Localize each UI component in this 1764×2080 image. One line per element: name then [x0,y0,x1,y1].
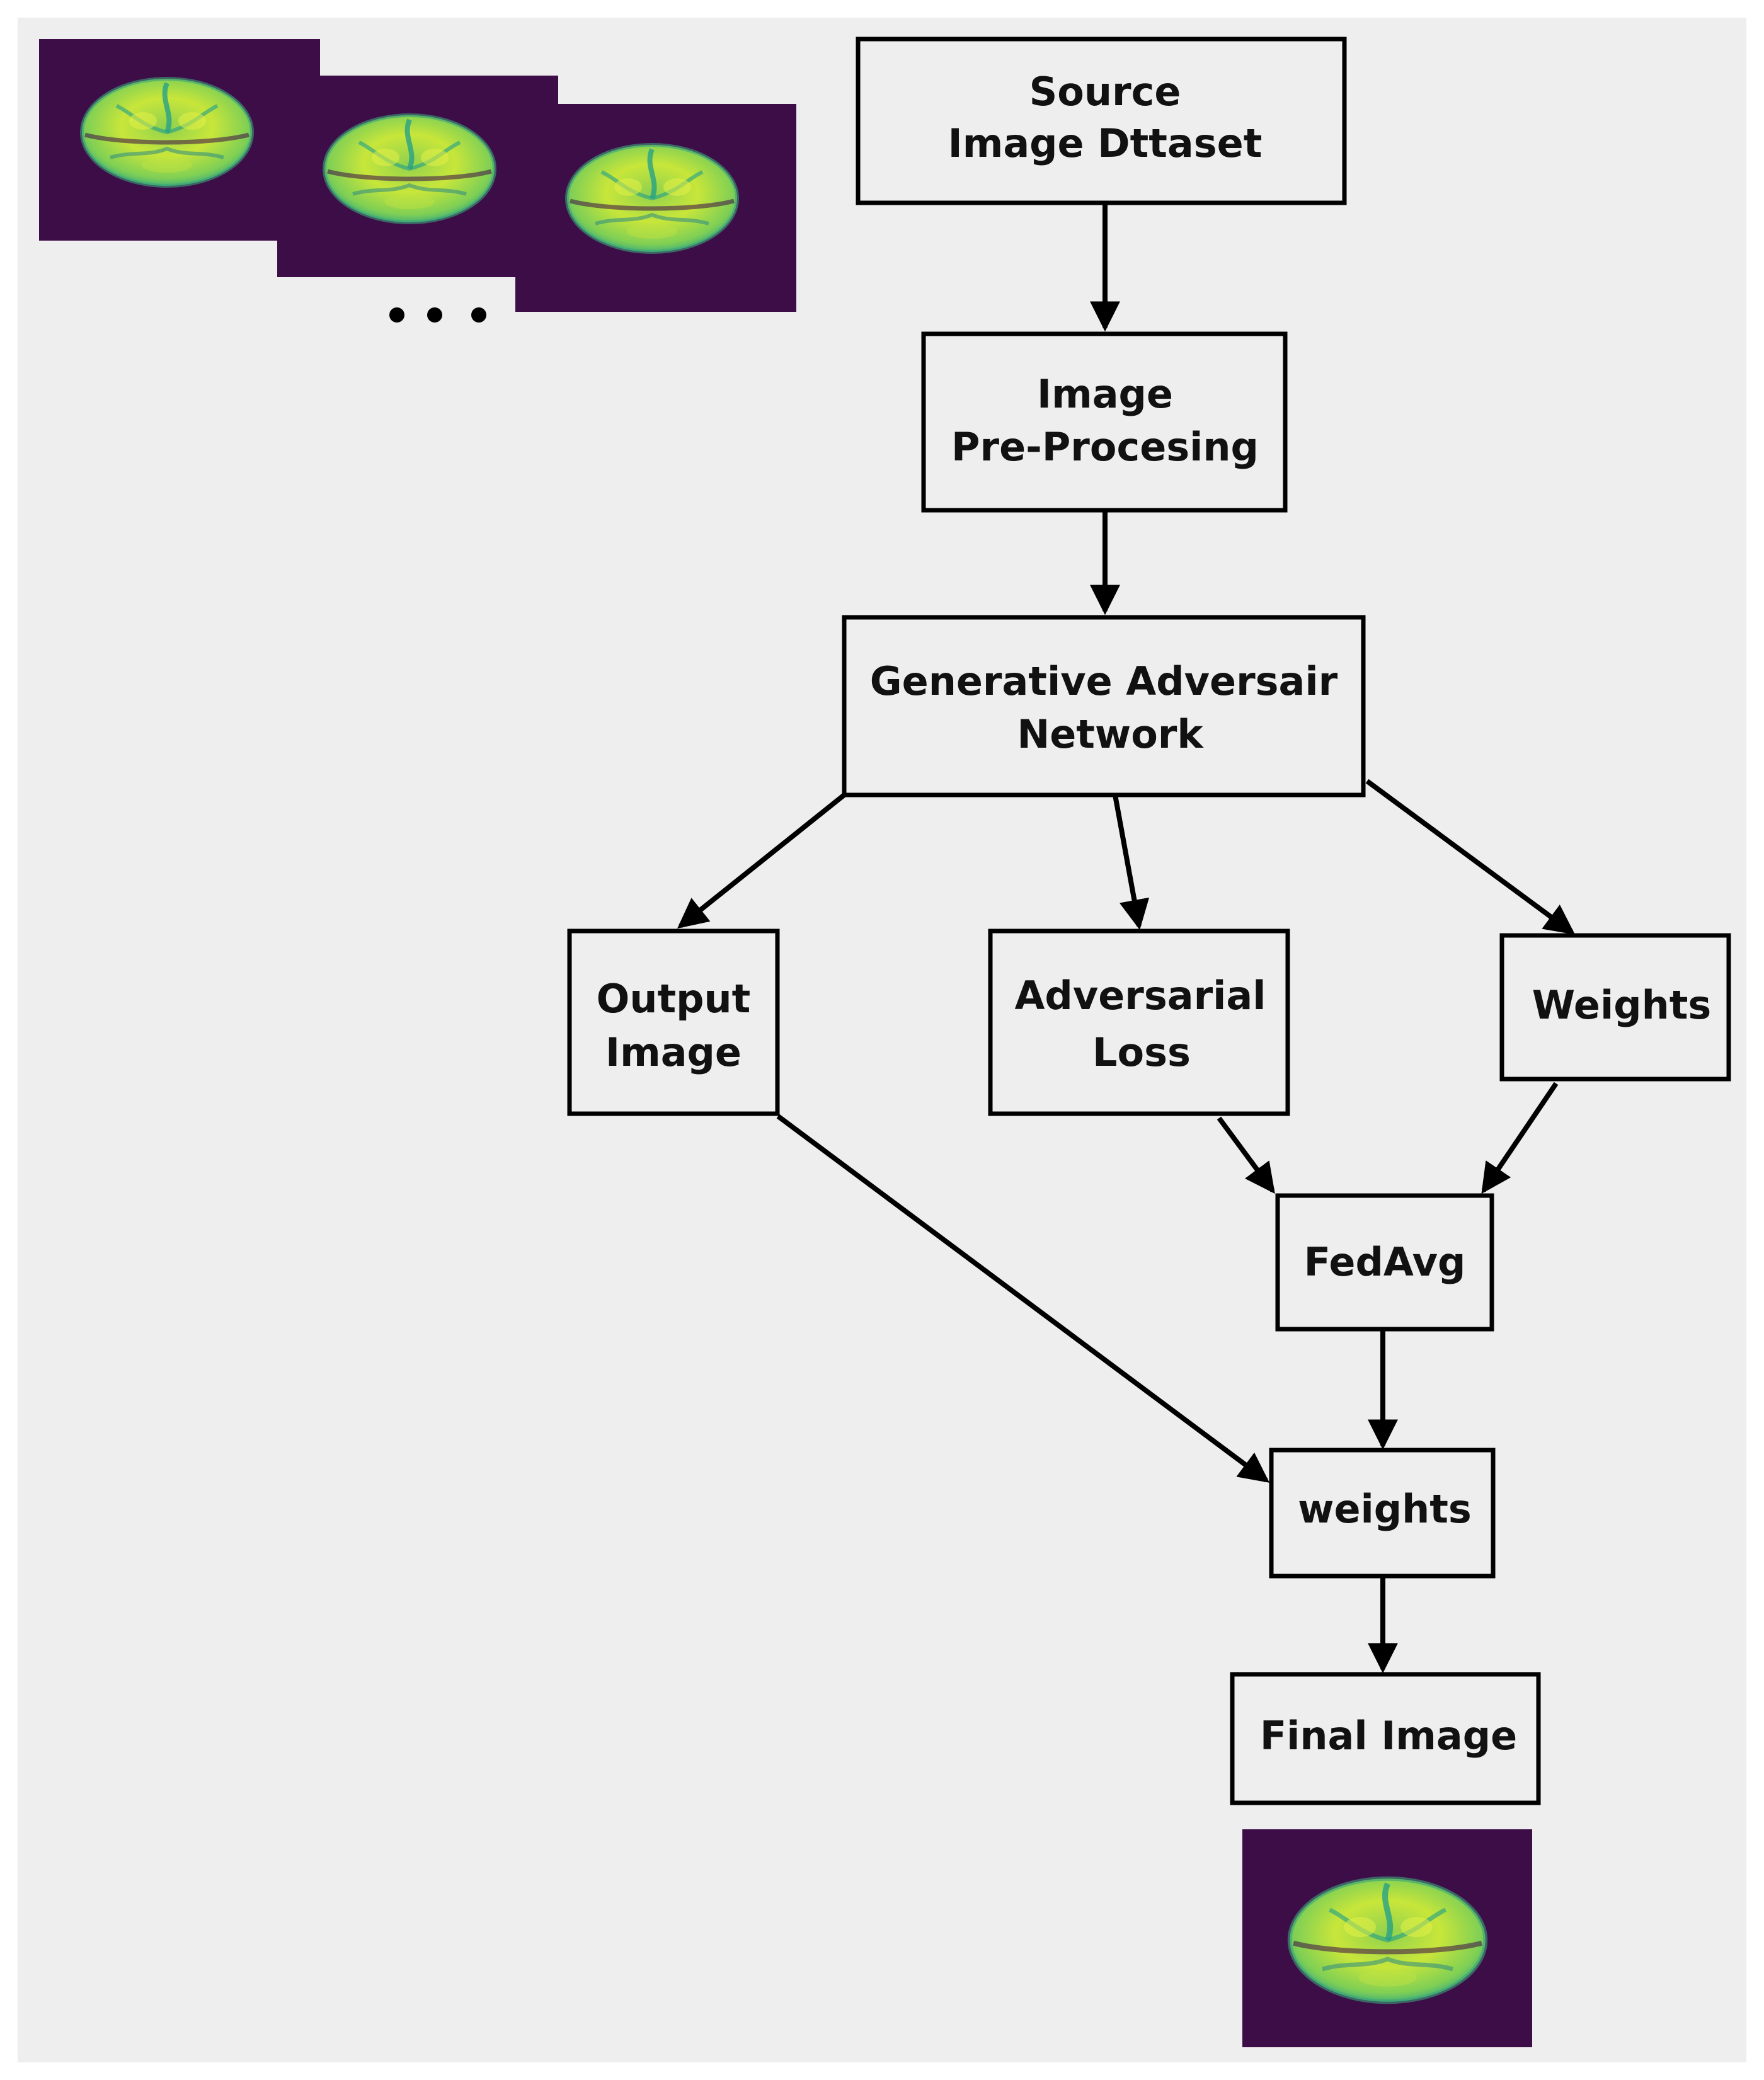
gan-line-2: Network [1017,711,1204,757]
node-adversarial-loss: Adversarial Loss [988,929,1290,1116]
preprocess-line-1: Image [1037,371,1173,417]
brain-mri-slice-stack-icon [39,39,796,312]
output-line-1: Output [597,976,751,1022]
node-generative-adversarial-network: Generative Adversair Network [842,615,1366,797]
edge-output-to-weights-agg [776,1114,1270,1483]
ellipsis-dots-icon [389,307,486,323]
edge-weights-to-fedavg [1481,1082,1559,1194]
node-source-image-dataset: Source Image Dttaset [856,37,1347,205]
source-line-2: Image Dttaset [948,120,1263,166]
node-image-preprocessing: Image Pre-Procesing [921,331,1288,513]
node-output-image: Output Image [567,929,780,1116]
edge-loss-to-fedavg [1217,1116,1275,1194]
node-aggregated-weights: weights [1269,1448,1496,1579]
node-fedavg: FedAvg [1275,1193,1494,1332]
preprocess-line-2: Pre-Procesing [951,424,1259,470]
fedavg-label: FedAvg [1304,1239,1466,1285]
diagram-edges [677,205,1576,1674]
final-label: Final Image [1260,1713,1517,1759]
edge-gan-to-output [677,792,846,929]
node-final-image: Final Image [1230,1672,1541,1805]
weights-agg-label: weights [1298,1486,1472,1532]
node-weights: Weights [1499,933,1731,1082]
loss-line-1: Adversarial [1014,973,1266,1019]
edge-gan-to-loss [1113,794,1150,930]
input-image-stack [39,39,796,323]
brain-mri-slice-icon [1242,1829,1532,2047]
source-line-1: Source [1029,69,1181,115]
loss-line-2: Loss [1092,1029,1191,1075]
gan-line-1: Generative Adversair [870,658,1338,704]
weights-label: Weights [1532,982,1712,1028]
output-line-2: Image [605,1029,742,1075]
edge-gan-to-weights [1365,779,1576,935]
